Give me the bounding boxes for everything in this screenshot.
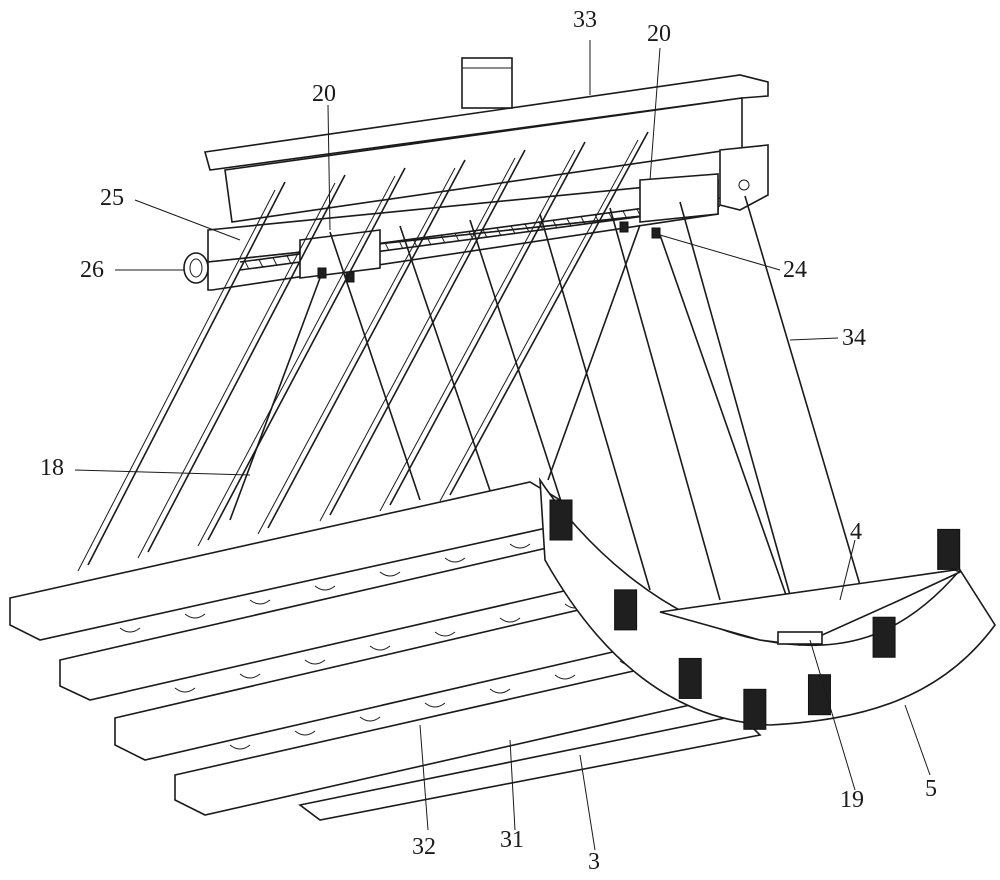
rod-back — [679, 201, 791, 596]
rod-front-edge — [379, 149, 576, 512]
slat-set — [549, 499, 961, 730]
hook — [369, 645, 391, 651]
rod-diagonal — [659, 234, 801, 636]
hook — [359, 716, 381, 722]
hook-rows — [119, 543, 641, 750]
rod-front — [449, 131, 649, 496]
rod-front — [87, 181, 286, 566]
thread-tick — [622, 210, 628, 220]
label-19: 19 — [840, 787, 864, 813]
hook — [239, 673, 261, 679]
label-32: 32 — [412, 834, 436, 860]
thread-tick — [440, 234, 446, 244]
rod-back — [399, 225, 501, 521]
thread-tick — [496, 227, 502, 236]
label-20-right: 20 — [647, 21, 671, 47]
thread-tick — [286, 255, 292, 264]
rod-front-edge — [77, 189, 276, 572]
thread-tick — [258, 259, 264, 268]
hook — [119, 627, 141, 633]
rod-front-edge — [197, 175, 396, 547]
rod-diagonal — [229, 277, 321, 521]
slat — [549, 499, 573, 541]
rod-front-edge — [257, 167, 456, 535]
label-34: 34 — [842, 325, 866, 351]
hook — [174, 687, 196, 693]
hook — [184, 613, 206, 619]
label-20-left: 20 — [312, 81, 336, 107]
screw-rail — [183, 173, 721, 291]
thread-tick — [580, 216, 586, 225]
thread-tick — [272, 257, 278, 266]
thread-tick — [538, 221, 544, 231]
hook — [509, 543, 531, 549]
slat — [743, 688, 767, 730]
slat — [872, 616, 896, 658]
label-31: 31 — [500, 827, 524, 853]
hook — [379, 571, 401, 577]
support-rods — [77, 131, 861, 636]
hook — [424, 702, 446, 708]
slat — [807, 674, 831, 716]
rod-back — [329, 231, 421, 501]
rod-front — [207, 167, 406, 541]
thread-tick — [398, 240, 404, 250]
thread-tick — [594, 214, 600, 223]
label-18: 18 — [40, 455, 64, 481]
slat — [678, 657, 702, 699]
rod-back — [609, 207, 721, 601]
label-33: 33 — [573, 7, 597, 33]
label-26: 26 — [80, 257, 104, 283]
hook — [444, 557, 466, 563]
hook — [499, 617, 521, 623]
hook — [489, 688, 511, 694]
hook — [294, 730, 316, 736]
slat — [614, 589, 638, 631]
thread-tick — [566, 218, 572, 227]
thread-tick — [426, 236, 432, 246]
rod-diagonal — [547, 224, 641, 481]
thread-tick — [608, 212, 614, 222]
hook — [229, 744, 251, 750]
thread-tick — [510, 225, 516, 235]
rod-back — [539, 213, 651, 591]
rod-front-edge — [137, 182, 336, 559]
rod-front — [329, 149, 526, 516]
thread-tick — [524, 223, 530, 233]
label-24: 24 — [783, 257, 807, 283]
slat — [937, 528, 961, 570]
thread-tick — [552, 220, 558, 229]
hook — [434, 631, 456, 637]
label-5: 5 — [925, 776, 937, 802]
hook — [249, 599, 271, 605]
rod-front — [389, 141, 586, 506]
hook — [314, 585, 336, 591]
thread-tick — [384, 242, 390, 251]
label-25: 25 — [100, 185, 124, 211]
thread-tick — [454, 233, 460, 242]
thread-tick — [482, 229, 488, 238]
curved-panel — [539, 477, 996, 730]
rod-back — [744, 195, 861, 586]
label-3: 3 — [588, 849, 600, 875]
thread-tick — [244, 261, 250, 270]
rod-front — [267, 159, 466, 529]
label-4: 4 — [850, 519, 862, 545]
bottom-frame — [9, 481, 762, 821]
rod-front-edge — [319, 157, 516, 522]
rod-front — [147, 174, 346, 553]
hook — [304, 659, 326, 665]
hook — [554, 674, 576, 680]
leader-lines — [74, 40, 931, 851]
top-beam — [203, 57, 769, 223]
